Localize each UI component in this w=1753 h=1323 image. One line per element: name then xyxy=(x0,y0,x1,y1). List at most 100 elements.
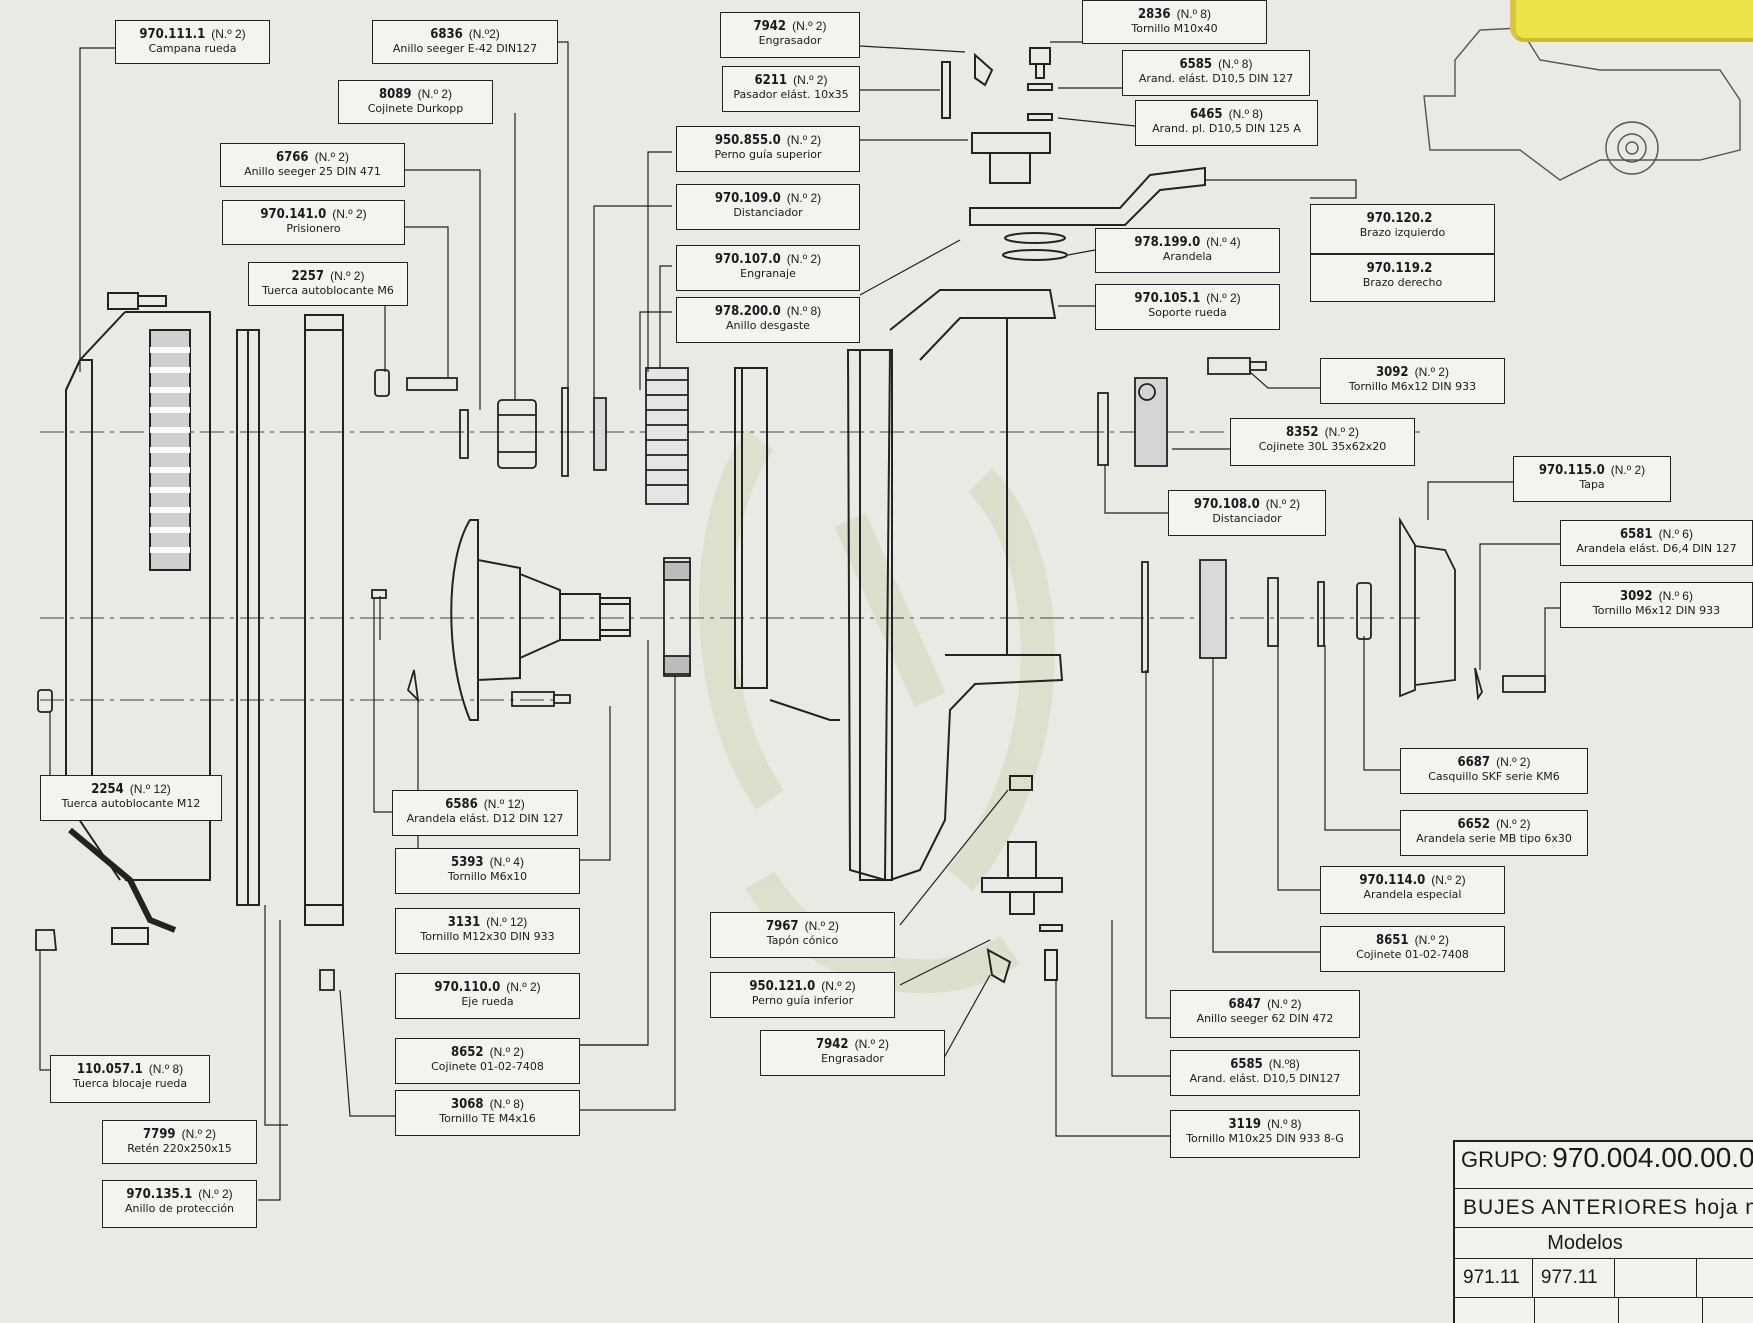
part-label: 950.855.0(N.º 2)Perno guía superior xyxy=(676,126,860,172)
part-label-line: 7967(N.º 2) xyxy=(711,913,894,935)
part-label-line: 978.200.0(N.º 8) xyxy=(677,298,859,320)
small-hardware-left xyxy=(36,368,688,990)
part-label-line: 6687 (N.º 2) xyxy=(1401,749,1587,771)
part-label: 970.114.0(N.º 2)Arandela especial xyxy=(1320,866,1505,914)
part-label: 6585(N.º 8)Arand. elást. D10,5 DIN 127 xyxy=(1122,50,1310,96)
model-cell: 977.11 xyxy=(1533,1259,1615,1297)
modelos-label: Modelos xyxy=(1455,1228,1753,1259)
part-number: 110.057.1 xyxy=(77,1062,143,1077)
part-label-line: 970.119.2 xyxy=(1311,255,1494,277)
part-label: 970.109.0(N.º 2)Distanciador xyxy=(676,184,860,230)
part-label: 6652(N.º 2)Arandela serie MB tipo 6x30 xyxy=(1400,810,1588,856)
part-quantity: (N.º 2) xyxy=(1496,755,1530,769)
part-number: 7942 xyxy=(754,19,787,34)
part-number: 6687 xyxy=(1458,755,1491,770)
part-number: 6836 xyxy=(430,27,463,42)
part-quantity: (N.º 12) xyxy=(484,797,525,811)
part-number: 3131 xyxy=(448,915,481,930)
part-number: 6585 xyxy=(1180,57,1213,72)
part-number: 6585 xyxy=(1230,1057,1263,1072)
part-description: Campana rueda xyxy=(116,43,269,56)
part-quantity: (N.º 2) xyxy=(1267,997,1301,1011)
part-quantity: (N.º2) xyxy=(469,27,500,41)
empty-cell xyxy=(1619,1298,1703,1323)
part-number: 970.109.0 xyxy=(715,191,781,206)
part-number: 978.199.0 xyxy=(1134,235,1200,250)
part-quantity: (N.º 4) xyxy=(490,855,524,869)
tractor-thumbnail xyxy=(1424,28,1740,180)
part-number: 6847 xyxy=(1229,997,1262,1012)
part-quantity: (N.º 2) xyxy=(1611,463,1645,477)
part-label-line: 6586(N.º 12) xyxy=(393,791,577,813)
part-label-line: 7942 (N.º 2) xyxy=(761,1031,944,1053)
part-quantity: (N.º 2) xyxy=(418,87,452,101)
part-description: Anillo seeger 25 DIN 471 xyxy=(221,166,404,179)
part-label: 2254(N.º 12)Tuerca autoblocante M12 xyxy=(40,775,222,821)
part-quantity: (N.º 2) xyxy=(1325,425,1359,439)
part-label: 978.199.0(N.º 4)Arandela xyxy=(1095,228,1280,273)
part-label-line: 978.199.0(N.º 4) xyxy=(1096,229,1279,251)
part-description: Arandela elást. D6,4 DIN 127 xyxy=(1561,543,1752,556)
part-label-line: 8089(N.º 2) xyxy=(339,81,492,103)
part-label-line: 6465(N.º 8) xyxy=(1136,101,1317,123)
empty-cell xyxy=(1535,1298,1619,1323)
part-description: Perno guía inferior xyxy=(711,995,894,1008)
part-label: 7967(N.º 2)Tapón cónico xyxy=(710,912,895,958)
part-number: 6211 xyxy=(755,73,788,88)
part-description: Cojinete 30L 35x62x20 xyxy=(1231,441,1414,454)
part-number: 3092 xyxy=(1376,365,1409,380)
model-cell xyxy=(1615,1259,1697,1297)
grupo-value: 970.004.00.00.0 xyxy=(1552,1142,1753,1173)
part-label-line: 950.121.0(N.º 2) xyxy=(711,973,894,995)
part-label-line: 970.110.0(N.º 2) xyxy=(396,974,579,996)
part-number: 8352 xyxy=(1286,425,1319,440)
part-quantity: (N.º 8) xyxy=(1177,7,1211,21)
part-label-line: 3068(N.º 8) xyxy=(396,1091,579,1113)
part-quantity: (N.º 2) xyxy=(490,1045,524,1059)
part-number: 2257 xyxy=(292,269,325,284)
part-label: 6847(N.º 2)Anillo seeger 62 DIN 472 xyxy=(1170,990,1360,1038)
part-description: Tornillo M10x25 DIN 933 8-G xyxy=(1171,1133,1359,1146)
part-label-line: 2257(N.º 2) xyxy=(249,263,407,285)
part-description: Arandela serie MB tipo 6x30 xyxy=(1401,833,1587,846)
part-label-line: 3092(N.º 2) xyxy=(1321,359,1504,381)
part-quantity: (N.º 2) xyxy=(805,919,839,933)
part-label: 970.141.0(N.º 2)Prisionero xyxy=(222,200,405,245)
part-label-line: 6585(N.º 8) xyxy=(1123,51,1309,73)
part-quantity: (N.º 2) xyxy=(315,150,349,164)
part-label-line: 7799(N.º 2) xyxy=(103,1121,256,1143)
part-label-line: 2836(N.º 8) xyxy=(1083,1,1266,23)
part-description: Arandela xyxy=(1096,251,1279,264)
part-label: 2257(N.º 2)Tuerca autoblocante M6 xyxy=(248,262,408,306)
part-label: 6687(N.º 2)Casquillo SKF serie KM6 xyxy=(1400,748,1588,794)
part-label: 6766(N.º 2)Anillo seeger 25 DIN 471 xyxy=(220,143,405,187)
part-label-line: 8651(N.º 2) xyxy=(1321,927,1504,949)
part-quantity: (N.º 2) xyxy=(855,1037,889,1051)
part-number: 7942 xyxy=(816,1037,849,1052)
part-label-line: 3131(N.º 12) xyxy=(396,909,579,931)
part-label: 8651(N.º 2)Cojinete 01-02-7408 xyxy=(1320,926,1505,972)
part-number: 970.107.0 xyxy=(715,252,781,267)
part-description: Soporte rueda xyxy=(1096,307,1279,320)
part-quantity: (N.º 2) xyxy=(506,980,540,994)
part-description: Perno guía superior xyxy=(677,149,859,162)
part-quantity: (N.º 8) xyxy=(1229,107,1263,121)
part-description: Anillo de protección xyxy=(103,1203,256,1216)
model-cell xyxy=(1697,1259,1753,1297)
part-label: 970.115.0(N.º 2)Tapa xyxy=(1513,456,1671,502)
part-label: 2836(N.º 8)Tornillo M10x40 xyxy=(1082,0,1267,44)
title-block: GRUPO: 970.004.00.00.0 BUJES ANTERIORES … xyxy=(1453,1140,1753,1323)
part-description: Tapa xyxy=(1514,479,1670,492)
wheel-axle xyxy=(451,520,630,720)
part-number: 950.121.0 xyxy=(749,979,815,994)
part-label-line: 970.105.1(N.º 2) xyxy=(1096,285,1279,307)
models-row-empty xyxy=(1455,1298,1753,1323)
part-description: Engrasador xyxy=(761,1053,944,1066)
part-quantity: (N.º 8) xyxy=(1267,1117,1301,1131)
model-cell: 971.11 xyxy=(1455,1259,1533,1297)
part-label-line: 970.141.0(N.º 2) xyxy=(223,201,404,223)
part-number: 978.200.0 xyxy=(715,304,781,319)
